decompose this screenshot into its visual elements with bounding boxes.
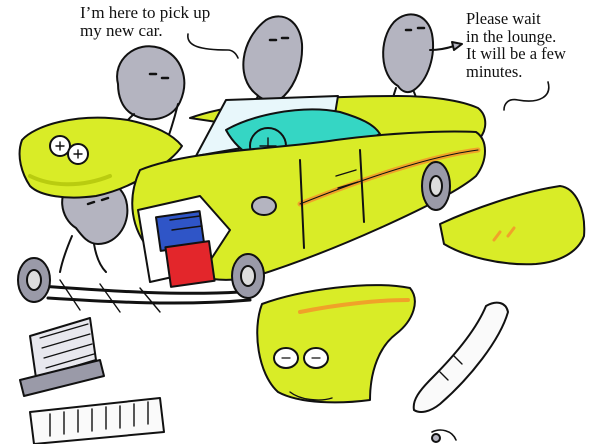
mechanic-speech-pointer (503, 81, 550, 111)
loose-fender-panel-icon (256, 284, 416, 404)
disassembled-car-icon (17, 95, 487, 313)
mechanic-speech-caption: Please wait in the lounge. It will be a … (466, 9, 566, 81)
customer-speech-caption: I’m here to pick up my new car. (80, 3, 211, 40)
loose-bumper-icon (412, 301, 509, 413)
customer-speech-pointer (187, 33, 239, 59)
mechanic-pointing-icon (382, 13, 463, 113)
radiator-icon (19, 317, 105, 397)
loose-hood-panel-icon (439, 185, 586, 266)
grille-icon (29, 397, 165, 444)
small-part-icon (431, 429, 457, 443)
